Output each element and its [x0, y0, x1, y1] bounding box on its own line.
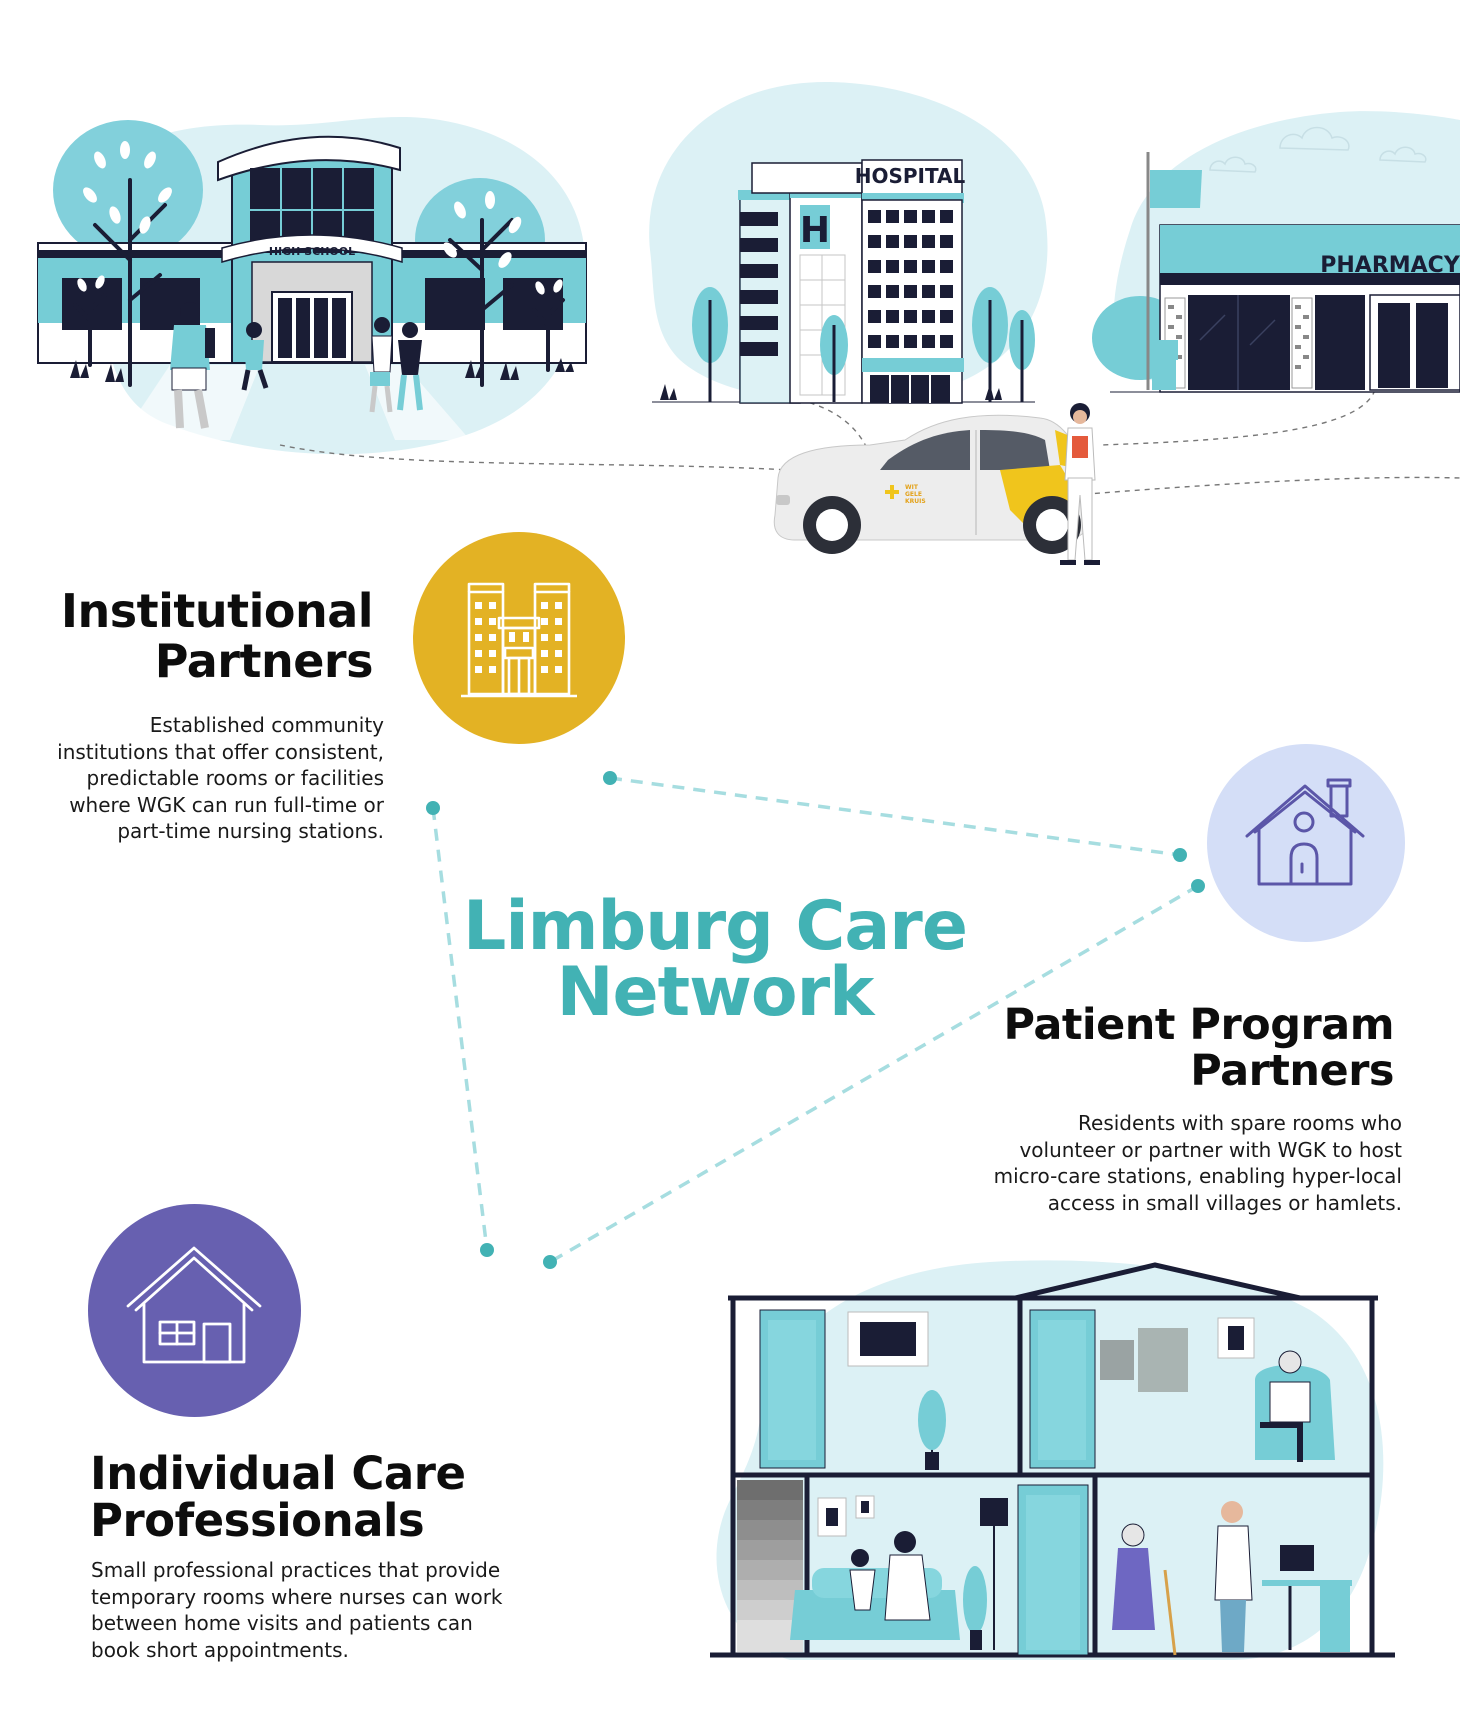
svg-text:GELE: GELE	[905, 491, 922, 498]
connector-node	[1173, 848, 1187, 862]
hospital-letter: H	[800, 210, 830, 251]
svg-text:KRUIS: KRUIS	[905, 498, 926, 505]
connector-node	[480, 1243, 494, 1257]
connector-node	[603, 771, 617, 785]
patient-heading: Patient Program Partners	[1003, 1000, 1394, 1096]
patient-description: Residents with spare rooms who volunteer…	[993, 1111, 1402, 1215]
house-chimney-icon	[1245, 778, 1365, 886]
individual-heading: Individual Care Professionals	[90, 1447, 466, 1547]
house-illustration	[710, 1260, 1395, 1660]
school-sign: HIGH SCHOOL	[269, 245, 355, 258]
pharmacy-illustration: PHARMACY	[1092, 152, 1460, 393]
top-illustration: HIGH SCHOOL	[37, 81, 1460, 565]
wgk-logo: WIT GELE KRUIS	[885, 484, 926, 505]
building-icon	[461, 582, 577, 698]
students	[170, 302, 423, 429]
connector-institutional-individual	[431, 807, 489, 1251]
nurse	[1060, 403, 1100, 565]
individual-description: Small professional practices that provid…	[91, 1558, 503, 1662]
connector-node	[426, 801, 440, 815]
connector-node	[1191, 879, 1205, 893]
institutional-icon-circle	[413, 532, 625, 744]
wgk-car-illustration: WIT GELE KRUIS	[773, 403, 1100, 565]
network-title: Limburg Care Network	[463, 887, 968, 1032]
connector-institutional-patient	[609, 776, 1181, 857]
institutional-heading: Institutional Partners	[60, 584, 374, 688]
hospital-sign: HOSPITAL	[855, 164, 966, 188]
individual-icon-circle	[88, 1204, 301, 1417]
institutional-description: Established community institutions that …	[57, 713, 384, 843]
hospital-windows	[868, 210, 953, 348]
hospital-illustration: H HOSPITAL	[652, 159, 1035, 404]
patient-icon-circle	[1207, 744, 1405, 942]
cloud-icon	[1209, 126, 1427, 173]
school-illustration: HIGH SCHOOL	[37, 120, 587, 440]
house-icon	[126, 1246, 262, 1364]
connector-node	[543, 1255, 557, 1269]
svg-text:WIT: WIT	[905, 484, 919, 491]
